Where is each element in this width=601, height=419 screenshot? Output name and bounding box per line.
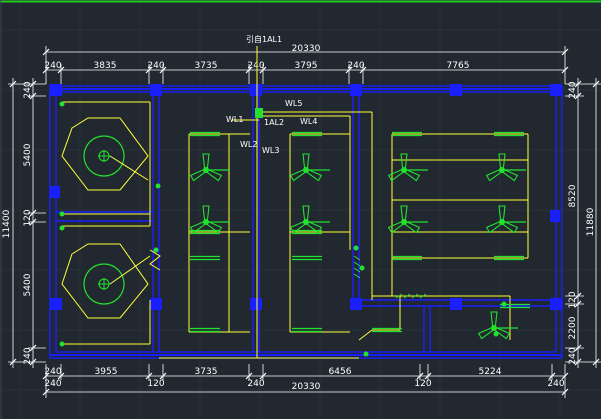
- bottom-overall-dim: 20330: [292, 382, 321, 392]
- right-dimensions: [565, 78, 601, 368]
- fluorescent-lamp-icon: [292, 131, 322, 137]
- source-label: 引自1AL1: [246, 34, 282, 44]
- column: [550, 298, 562, 310]
- right-dim-segment: 2200: [568, 316, 578, 339]
- ceiling-fan-icon: [387, 153, 428, 182]
- circuit-wl2: WL2: [240, 140, 257, 149]
- distribution-panel: [255, 108, 263, 118]
- ceiling-fan-icon: [189, 153, 230, 182]
- left-dim-segment: 5400: [23, 273, 33, 296]
- top-dim-segment: 3795: [295, 61, 318, 71]
- bottom-dimension-text: 240 3955 120 3735 240 6456 120 5224 240 …: [44, 367, 564, 392]
- left-dim-segment: 240: [23, 347, 33, 364]
- left-dim-segment: 5400: [23, 143, 33, 166]
- bottom-dim-segment: 3955: [95, 367, 118, 377]
- column: [450, 298, 462, 310]
- bottom-dim-segment: 240: [44, 367, 61, 377]
- left-dimension-text: 11400 240 5400 120 5400 240: [2, 81, 33, 364]
- bottom-dim-segment: 5224: [479, 367, 502, 377]
- circuit-labels: 引自1AL1 1AL2 WL1 WL2 WL3 WL4 WL5: [226, 34, 317, 155]
- right-dimension-text: 240 8520 120 2200 240 11880: [568, 81, 596, 364]
- bottom-dim-segment: 6456: [329, 367, 352, 377]
- fluorescent-lamp-icon: [392, 131, 422, 137]
- fluorescent-lamp-icon: [190, 255, 220, 261]
- circuit-wl1: WL1: [226, 115, 243, 124]
- column: [350, 298, 362, 310]
- left-dimensions: [8, 78, 46, 368]
- switch-icon: [59, 101, 507, 357]
- left-dim-segment: 240: [23, 81, 33, 98]
- fluorescent-lamp-icon: [494, 131, 524, 137]
- column: [550, 210, 560, 222]
- ceiling-lamp-icon: [61, 243, 151, 319]
- bottom-dim-segment: 240: [547, 379, 564, 389]
- column: [150, 84, 162, 96]
- circuit-wl4: WL4: [300, 117, 317, 126]
- top-dim-segment: 240: [147, 61, 164, 71]
- top-dimension-text: 20330 240 3835 240 3735 240 3795 240 776…: [44, 44, 469, 71]
- column: [50, 84, 62, 96]
- top-overall-dim: 20330: [292, 44, 321, 54]
- top-dim-segment: 240: [347, 61, 364, 71]
- bottom-dimensions: [42, 364, 569, 398]
- fluorescent-lamp-icon: [372, 327, 402, 333]
- column: [50, 186, 60, 198]
- fluorescent-lamp-icon: [190, 327, 220, 333]
- circuit-wl5: WL5: [285, 99, 302, 108]
- column: [250, 84, 262, 96]
- right-dim-segment: 240: [568, 81, 578, 98]
- ceiling-fan-icon: [189, 205, 230, 234]
- ceiling-fan-icon: [485, 153, 526, 182]
- ceiling-fan-icon: [289, 205, 330, 234]
- structural-columns: [50, 84, 562, 310]
- fluorescent-lamp-icon: [190, 131, 220, 137]
- left-dim-segment: 120: [23, 209, 33, 226]
- right-dim-segment: 120: [568, 291, 578, 308]
- bottom-dim-segment: 120: [414, 379, 431, 389]
- bottom-dim-segment: 240: [247, 379, 264, 389]
- column: [450, 84, 462, 96]
- top-dim-segment: 240: [44, 61, 61, 71]
- ceiling-lamp-icon: [61, 117, 149, 191]
- fluorescent-lamp-icon: [494, 255, 524, 261]
- top-dim-segment: 3835: [94, 61, 117, 71]
- circuit-wl3: WL3: [262, 146, 279, 155]
- bottom-dim-segment: 3735: [195, 367, 218, 377]
- fluorescent-lamp-icon: [292, 255, 322, 261]
- top-dimensions: [42, 46, 569, 84]
- top-dim-segment: 240: [247, 61, 264, 71]
- left-overall-dim: 11400: [2, 209, 12, 238]
- ceiling-fan-icon: [387, 205, 428, 234]
- right-overall-dim: 11880: [586, 207, 596, 236]
- bottom-dim-segment: 120: [147, 379, 164, 389]
- ceiling-fan-icon: [289, 153, 330, 182]
- ceiling-fan-icon: [477, 311, 518, 340]
- column: [150, 298, 162, 310]
- ceiling-fan-icon: [485, 205, 526, 234]
- column: [550, 84, 562, 96]
- column: [350, 84, 362, 96]
- column: [50, 298, 62, 310]
- bottom-dim-segment: 240: [44, 379, 61, 389]
- switch-group: [353, 255, 427, 299]
- ceiling-fans: [189, 153, 526, 340]
- column: [250, 298, 262, 310]
- right-dim-segment: 8520: [568, 184, 578, 207]
- panel-label: 1AL2: [264, 118, 284, 127]
- wiring-runs: [62, 46, 529, 359]
- fluorescent-lamp-icon: [392, 255, 422, 261]
- right-dim-segment: 240: [568, 347, 578, 364]
- top-dim-segment: 7765: [447, 61, 470, 71]
- top-dim-segment: 3735: [195, 61, 218, 71]
- fluorescent-lamp-icon: [292, 327, 322, 333]
